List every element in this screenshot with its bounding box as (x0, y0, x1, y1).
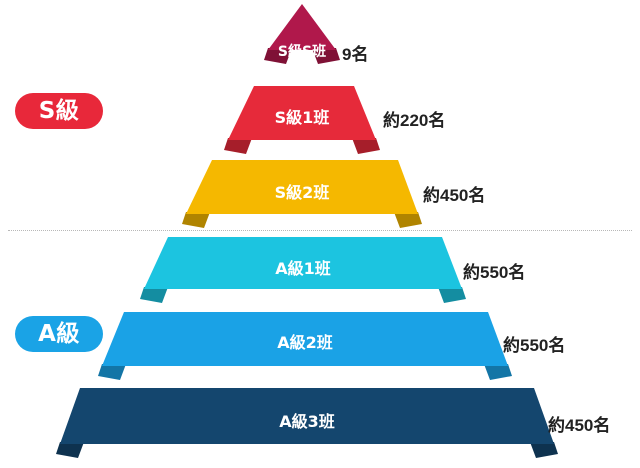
tier-a3-band (60, 388, 554, 444)
tier-a3-fold-right (530, 442, 558, 458)
tier-ss-fold-right (312, 48, 340, 64)
group-badge-s: S級 (15, 93, 103, 129)
tier-s2-band (186, 160, 418, 214)
group-divider (8, 230, 632, 231)
tier-count-s1: 約220名 (383, 111, 446, 130)
tier-s2: S級2班 (182, 160, 422, 228)
group-badge-a: A級 (15, 316, 103, 352)
tier-a1-fold-right (438, 287, 466, 303)
tier-s1: S級1班 (224, 86, 380, 154)
tier-a1: A級1班 (140, 237, 466, 303)
tier-a2-band (102, 312, 508, 366)
tier-s2-fold-left (182, 212, 210, 228)
tier-s1-fold-left (224, 138, 252, 154)
tier-ss-fold-left (264, 48, 292, 64)
tier-a1-band (144, 237, 462, 289)
tier-s1-label: S級1班 (275, 108, 330, 127)
tier-a1-label: A級1班 (275, 259, 331, 278)
tier-count-s2: 約450名 (423, 186, 486, 205)
tier-count-a3: 約450名 (548, 416, 611, 435)
tier-count-a2: 約550名 (503, 336, 566, 355)
tier-a2: A級2班 (98, 312, 512, 380)
tier-a2-fold-right (484, 364, 512, 380)
tier-a1-fold-left (140, 287, 168, 303)
tier-s2-fold-right (394, 212, 422, 228)
tier-a2-fold-left (98, 364, 126, 380)
tier-a2-label: A級2班 (277, 333, 333, 352)
tier-ss: S級S班 (264, 4, 340, 64)
tier-s2-label: S級2班 (275, 183, 330, 202)
tier-s1-fold-right (352, 138, 380, 154)
tier-a3: A級3班 (56, 388, 558, 458)
tier-count-a1: 約550名 (463, 263, 526, 282)
tier-a3-label: A級3班 (279, 412, 335, 431)
tier-a3-fold-left (56, 442, 84, 458)
tier-ss-label: S級S班 (278, 43, 326, 60)
tier-ss-band (268, 4, 336, 50)
tier-count-ss: 9名 (342, 45, 369, 64)
tier-s1-band (228, 86, 376, 140)
